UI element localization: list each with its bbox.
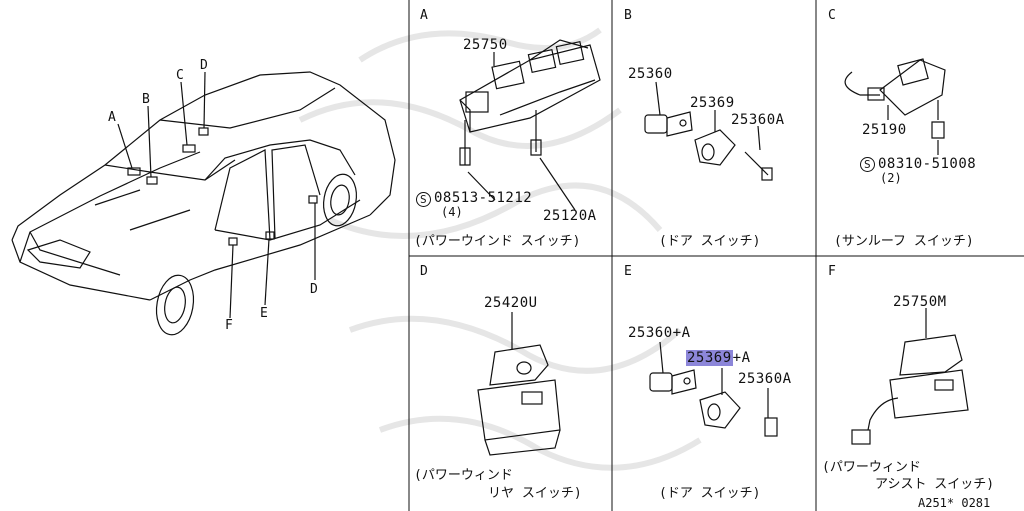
panel-b-letter: B [624, 8, 632, 23]
door-switch-b-drawing [644, 81, 773, 181]
panel-e-part3: 25360A [738, 371, 792, 387]
panel-d-part1: 25420U [484, 295, 538, 311]
panel-d-caption-line2: リヤ スイッチ) [488, 486, 582, 501]
panel-b-part1: 25360 [628, 66, 673, 82]
panel-b-part2: 25369 [690, 95, 735, 111]
panel-c-bolt-qty: (2) [880, 171, 902, 185]
car-label-d-roof: D [200, 58, 208, 73]
panel-d-letter: D [420, 264, 428, 279]
panel-a-bolt-qty: (4) [441, 205, 463, 219]
panel-a-bolt: 08513-51212 [434, 190, 533, 206]
panel-c-bolt: 08310-51008 [878, 156, 977, 172]
power-window-switch-drawing [459, 39, 601, 211]
panel-a-bolt-symbol: S [416, 192, 431, 207]
panel-grid [408, 0, 1024, 511]
car-label-a: A [108, 110, 116, 125]
panel-e-part2-suffix: +A [732, 350, 751, 366]
assist-switch-drawing [851, 308, 969, 445]
car-label-b: B [142, 92, 150, 107]
car-label-e: E [260, 306, 268, 321]
panel-b-caption: (ドア スイッチ) [659, 234, 761, 249]
door-switch-e-drawing [649, 341, 778, 437]
panel-e-part2: 25369+A [686, 350, 751, 366]
panel-d-caption-line1: (パワーウィンド [414, 468, 513, 483]
panel-a-caption: (パワーウインド スイッチ) [414, 234, 581, 249]
panel-f-letter: F [828, 264, 836, 279]
panel-b-part3: 25360A [731, 112, 785, 128]
panel-a-bolt-symbol-wrap: S [416, 192, 431, 207]
panel-f-caption-line1: (パワーウィンド [822, 460, 921, 475]
panel-e-letter: E [624, 264, 632, 279]
panel-f-part1: 25750M [893, 294, 947, 310]
panel-c-letter: C [828, 8, 836, 23]
panel-f-caption-line2: アシスト スイッチ) [875, 477, 995, 492]
panel-f-ref: A251* 0281 [918, 496, 991, 510]
rear-window-switch-drawing [477, 312, 561, 456]
car-label-f: F [225, 318, 233, 333]
panel-c-bolt-symbol-wrap: S [860, 157, 875, 172]
panel-e-part2-highlight[interactable]: 25369 [686, 350, 733, 366]
panel-a-part-screw: 25120A [543, 208, 597, 224]
sunroof-switch-drawing [844, 58, 946, 155]
panel-c-caption: (サンルーフ スイッチ) [834, 234, 974, 249]
panel-a-part-main: 25750 [463, 37, 508, 53]
panel-e-part1: 25360+A [628, 325, 691, 341]
panel-a-letter: A [420, 8, 428, 23]
car-label-c: C [176, 68, 184, 83]
panel-c-part1: 25190 [862, 122, 907, 138]
panel-e-caption: (ドア スイッチ) [659, 486, 761, 501]
panel-c-bolt-symbol: S [860, 157, 875, 172]
car-drawing [11, 71, 396, 336]
car-label-d-door: D [310, 282, 318, 297]
